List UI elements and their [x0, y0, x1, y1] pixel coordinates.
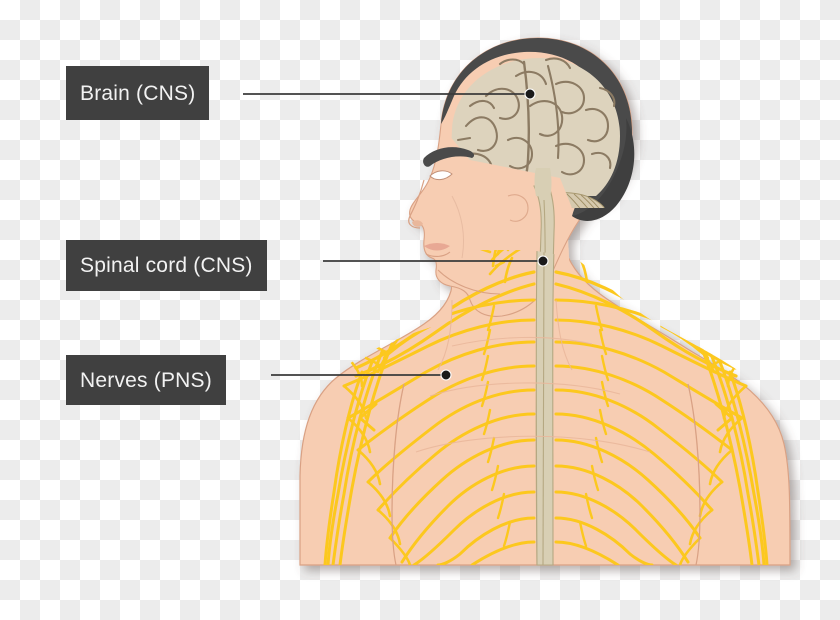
intercostal-nerves-right	[554, 298, 748, 565]
label-nerves-text: Nerves (PNS)	[80, 368, 212, 392]
arm-nerves-right	[698, 342, 769, 565]
arm-creases	[391, 383, 701, 566]
label-spinal-cord-text: Spinal cord (CNS)	[80, 254, 253, 277]
brain-gyri	[456, 57, 616, 196]
hair-scalp	[441, 38, 635, 221]
brain	[451, 57, 620, 196]
peripheral-nerves	[323, 250, 769, 565]
label-brain-text: Brain (CNS)	[80, 81, 196, 105]
face-features	[408, 147, 529, 295]
spinal-cord-overlay	[535, 249, 555, 565]
label-nerves[interactable]: Nerves (PNS)	[66, 355, 226, 405]
label-brain[interactable]: Brain (CNS)	[66, 66, 210, 120]
label-spinal-cord[interactable]: Spinal cord (CNS)	[66, 240, 267, 291]
